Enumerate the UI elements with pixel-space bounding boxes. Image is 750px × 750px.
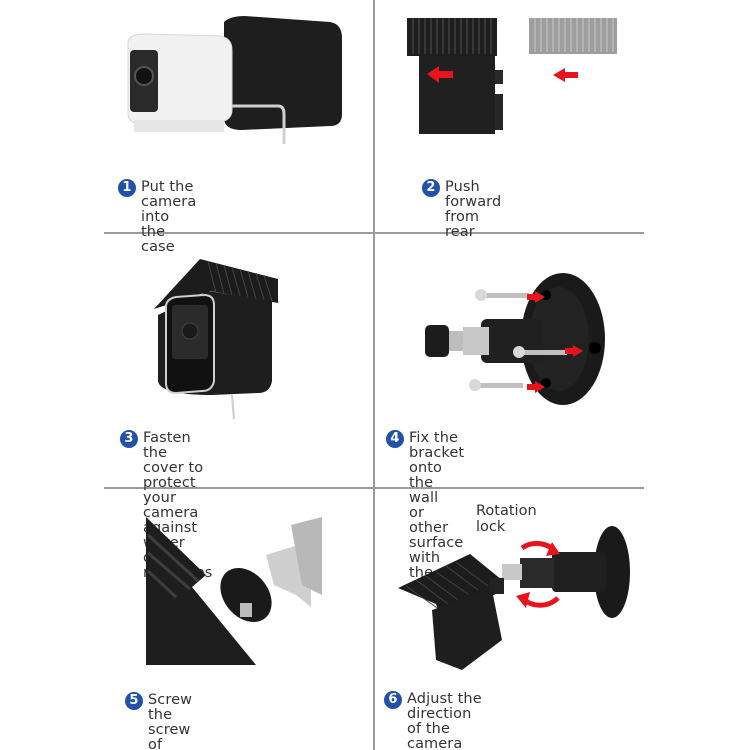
step-text: Screw the screw of bracket to the case [148, 692, 193, 750]
step-4-caption: 4 Fix the bracket onto the wall or other… [386, 430, 465, 596]
step-5-caption: 5 Screw the screw of bracket to the case [125, 692, 203, 750]
vertical-divider [373, 0, 375, 750]
step-text: Fix the bracket onto the wall or other s… [409, 430, 465, 596]
wall-bracket-screws-illustration [425, 273, 605, 405]
step-number-badge: 4 [386, 430, 404, 448]
adjust-rotation-illustration [398, 526, 630, 670]
fasten-cover-illustration [154, 259, 278, 420]
horizontal-divider-2 [104, 487, 644, 489]
step-text: Push forward from rear [445, 179, 502, 240]
step-number-badge: 3 [120, 430, 138, 448]
horizontal-divider-1 [104, 232, 644, 234]
step-6-caption: 6 Adjust the direction of the camera by … [384, 691, 482, 750]
step-number-badge: 1 [118, 179, 136, 197]
step-text: Adjust the direction of the camera by lo… [407, 691, 482, 750]
step-number-badge: 2 [422, 179, 440, 197]
step-number-badge: 6 [384, 691, 402, 709]
screw-bracket-to-case-illustration [146, 517, 322, 665]
step-2-caption: 2 Push forward from rear [422, 179, 502, 240]
step-number-badge: 5 [125, 692, 143, 710]
rotation-lock-label: Rotation lock [476, 503, 537, 535]
push-forward-illustration [407, 18, 617, 134]
step-text: Put the camera into the case [141, 179, 197, 255]
step-1-caption: 1 Put the camera into the case [118, 179, 197, 255]
camera-into-case-illustration [127, 16, 342, 144]
